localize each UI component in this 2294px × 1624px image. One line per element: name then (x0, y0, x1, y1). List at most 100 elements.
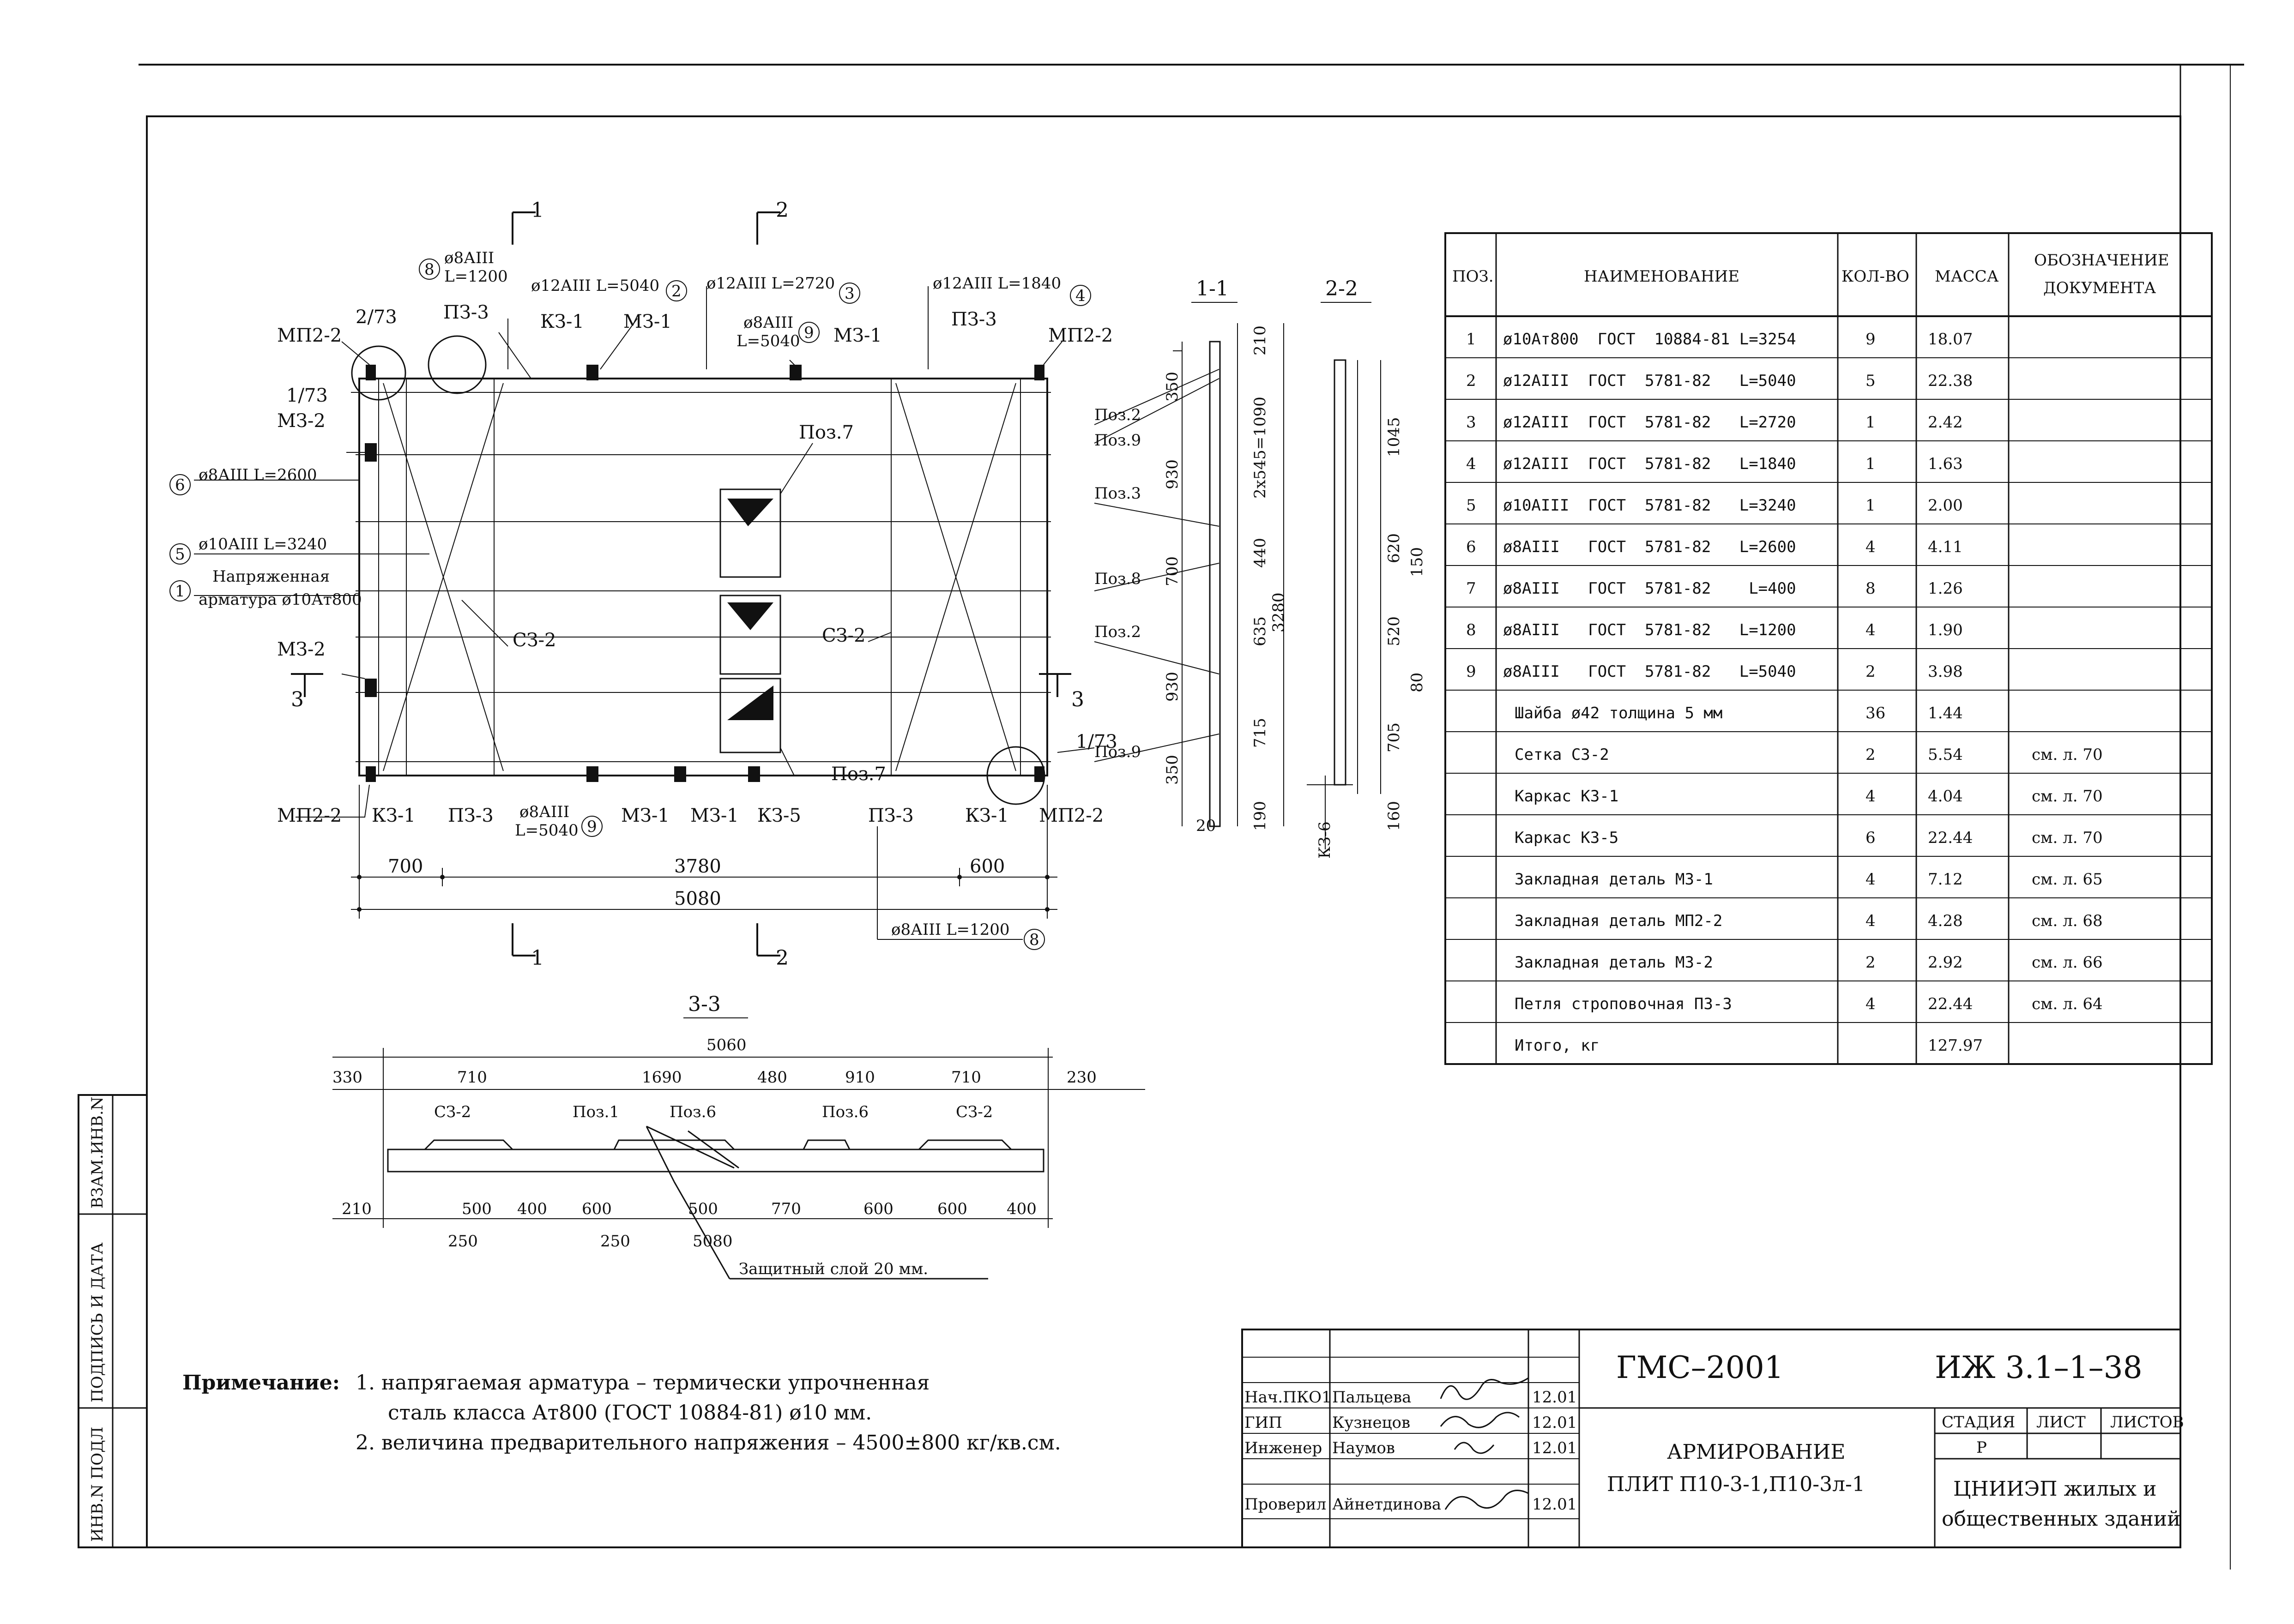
tb-date-2: 12.01 (1532, 1439, 1577, 1457)
s11-dim-930b: 930 (1163, 672, 1182, 702)
tb-sheet-h: ЛИСТ (2036, 1413, 2086, 1432)
spec-cell: 4.04 (1928, 787, 1963, 806)
spec-cell: 8 (1466, 621, 1476, 639)
drawing-frame (146, 115, 2181, 1548)
spec-cell: ø8АIII ГОСТ 5781-82 L=1200 (1503, 621, 1796, 639)
spec-cell: 6 (1865, 829, 1876, 847)
pos-9-tag: 9 (804, 324, 814, 342)
s33-bot-5080: 5080 (693, 1232, 733, 1251)
spec-cell: 9 (1466, 662, 1476, 681)
spec-cell: ø8АIII ГОСТ 5781-82 L=5040 (1503, 662, 1796, 681)
pos-8-bar: ø8АIII (444, 249, 494, 267)
spec-h-name: НАИМЕНОВАНИЕ (1584, 267, 1739, 286)
spec-cell: см. л. 70 (2032, 829, 2103, 847)
dim-700: 700 (388, 856, 423, 877)
pos-3-text: ø12АIII L=2720 (706, 274, 835, 293)
s11-dim-350a: 350 (1163, 372, 1182, 402)
s22-kz6: КЗ-6 (1316, 821, 1334, 859)
section-3-3-title: 3-3 (688, 992, 721, 1016)
s11-label-1: Поз.9 (1094, 431, 1141, 450)
s22-dim-80: 80 (1408, 673, 1426, 692)
spec-cell: 9 (1865, 330, 1876, 349)
s33-top-330: 330 (332, 1068, 362, 1087)
label-mp22-br: МП2-2 (1039, 805, 1104, 826)
cut-2-top: 2 (776, 198, 789, 222)
spec-cell: Каркас КЗ-1 (1515, 787, 1618, 806)
section-2-2-title: 2-2 (1325, 277, 1358, 301)
pos-2-tag: 2 (671, 282, 682, 301)
s33-bot-250a: 250 (448, 1232, 478, 1251)
spec-cell: см. л. 65 (2032, 870, 2103, 889)
s11-dim-715: 715 (1251, 718, 1269, 748)
spec-cell: 3.98 (1928, 662, 1963, 681)
s33-top-910: 910 (845, 1068, 875, 1087)
s11-dim-3280: 3280 (1269, 592, 1288, 632)
spec-cell: 1 (1865, 496, 1876, 515)
spec-cell: 5.54 (1928, 746, 1963, 764)
s33-label-sz2a: СЗ-2 (434, 1103, 471, 1121)
spec-cell: 7 (1466, 579, 1476, 598)
spec-cell: 1.90 (1928, 621, 1963, 639)
s11-dim-350b: 350 (1163, 755, 1182, 785)
s33-top-1690: 1690 (642, 1068, 682, 1087)
pos-1-text-a: Напряженная (212, 567, 330, 586)
spec-cell: см. л. 66 (2032, 953, 2103, 972)
spec-cell: Закладная деталь МП2-2 (1515, 912, 1722, 930)
pos-9-len: L=5040 (736, 332, 800, 350)
s11-label-5: Поз.9 (1094, 743, 1141, 761)
spec-cell: ø8АIII ГОСТ 5781-82 L=2600 (1503, 538, 1796, 556)
s11-dim-700: 700 (1163, 556, 1182, 586)
spec-cell: Шайба ø42 толщина 5 мм (1515, 704, 1722, 722)
spec-h-pos: ПОЗ. (1452, 267, 1494, 286)
pos-4-text: ø12АIII L=1840 (933, 274, 1061, 293)
spec-cell: 22.44 (1928, 829, 1973, 847)
pos-8-len: L=1200 (444, 267, 508, 286)
tb-name-3: Айнетдинова (1332, 1495, 1441, 1514)
spec-cell: Итого, кг (1515, 1036, 1600, 1055)
spec-cell: 1 (1466, 330, 1476, 349)
tb-role-0: Нач.ПКО1 (1244, 1388, 1332, 1407)
s11-label-2: Поз.3 (1094, 484, 1141, 503)
spec-cell: ø12АIII ГОСТ 5781-82 L=5040 (1503, 372, 1796, 390)
spec-cell: 127.97 (1928, 1036, 1983, 1055)
s33-top-230: 230 (1067, 1068, 1097, 1087)
label-poz7-bottom: Поз.7 (831, 764, 886, 785)
s11-label-3: Поз.8 (1094, 570, 1141, 588)
tb-org-1: ЦНИИЭП жилых и (1953, 1477, 2156, 1501)
spec-cell: Сетка СЗ-2 (1515, 746, 1609, 764)
spec-cell: 1.63 (1928, 455, 1963, 473)
label-mp22-bl: МП2-2 (277, 805, 342, 826)
spec-cell: ø10Ат800 ГОСТ 10884-81 L=3254 (1503, 330, 1796, 349)
s33-label-poz6a: Поз.6 (670, 1103, 716, 1121)
pos-8b-text: ø8АIII L=1200 (891, 920, 1010, 939)
notes-line1: 1. напрягаемая арматура – термически упр… (356, 1371, 930, 1395)
s33-bot-600b: 600 (863, 1200, 893, 1218)
s33-bot-770: 770 (771, 1200, 801, 1218)
pos-8-tag: 8 (424, 260, 435, 279)
spec-row: Итого, кг 127.97 (1515, 1036, 1983, 1055)
dim-600: 600 (970, 856, 1005, 877)
stamp-vzam: ВЗАМ.ИНВ.N (88, 1097, 107, 1209)
spec-h-qty: КОЛ-ВО (1841, 267, 1909, 286)
label-kz5: КЗ-5 (757, 805, 801, 826)
tb-name-2: Наумов (1332, 1439, 1395, 1457)
spec-cell: 4 (1865, 870, 1876, 889)
s33-bot-400a: 400 (517, 1200, 547, 1218)
label-kz1-bl: КЗ-1 (372, 805, 416, 826)
s33-bot-400b: 400 (1007, 1200, 1037, 1218)
pos-1-text-b: арматура ø10Ат800 (199, 590, 362, 609)
spec-cell: ø12АIII ГОСТ 5781-82 L=1840 (1503, 455, 1796, 473)
s22-dim-705: 705 (1385, 722, 1403, 752)
label-mz2-bottom: МЗ-2 (277, 639, 326, 660)
spec-cell: 2.00 (1928, 496, 1963, 515)
label-173-l: 1/73 (286, 385, 328, 406)
